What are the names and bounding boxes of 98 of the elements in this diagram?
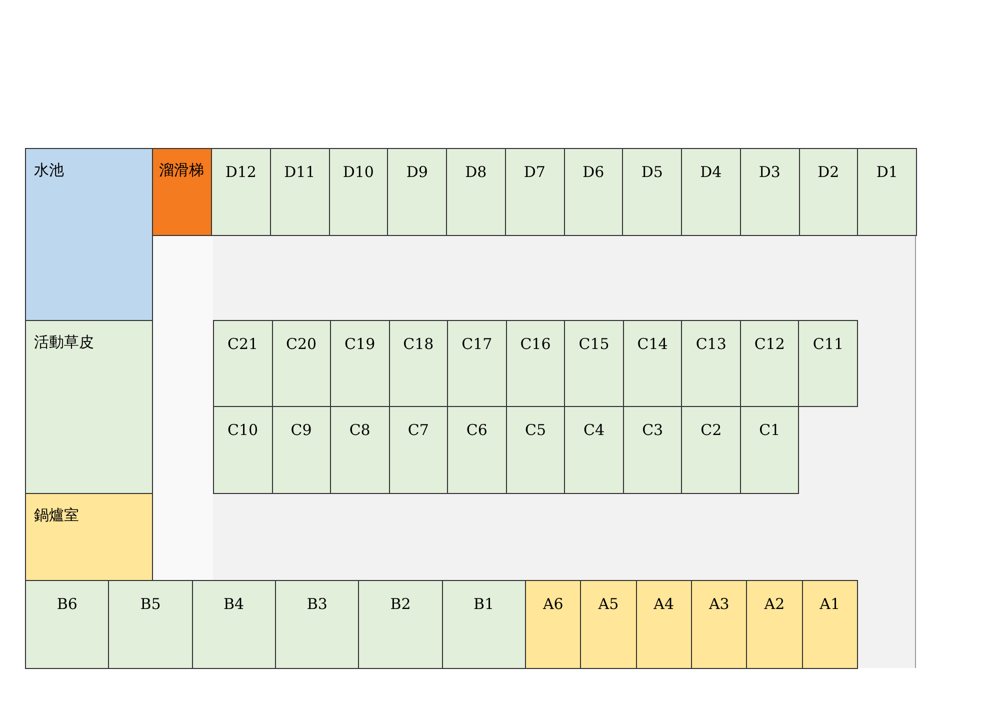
booth-label: C10: [226, 421, 260, 439]
zone-box: [25, 148, 153, 321]
booth-label: D6: [582, 163, 606, 181]
zone-box: [25, 320, 153, 494]
booth-label: C6: [465, 421, 488, 439]
booth-box: [213, 320, 273, 407]
booth-box: [681, 320, 741, 407]
booth-label: D7: [522, 163, 546, 181]
booth-box: [691, 580, 748, 669]
booth-label: C12: [753, 335, 786, 353]
booth-label: C2: [700, 421, 723, 439]
booth-box: [580, 580, 637, 669]
booth-box: [328, 148, 388, 236]
zone-box: [25, 493, 153, 581]
booth-box: [564, 406, 624, 494]
booth-label: C14: [636, 335, 669, 353]
zone-label: 水池: [34, 161, 64, 180]
booth-box: [387, 148, 447, 236]
booth-label: C5: [524, 421, 547, 439]
booth-label: A5: [597, 595, 620, 613]
zone-label: 溜滑梯: [159, 161, 204, 180]
booth-box: [802, 580, 858, 669]
booth-box: [506, 406, 566, 494]
booth-label: D1: [875, 163, 899, 181]
booth-label: A3: [708, 595, 730, 613]
booth-label: C4: [582, 421, 606, 439]
booth-label: B4: [222, 595, 246, 613]
booth-label: C1: [758, 421, 782, 439]
booth-box: [622, 320, 682, 407]
booth-box: [740, 148, 800, 236]
booth-box: [564, 148, 624, 236]
booth-label: C7: [406, 421, 430, 439]
booth-box: [442, 580, 526, 669]
booth-label: B6: [56, 595, 78, 613]
booth-box: [211, 148, 271, 236]
booth-label: D3: [758, 163, 782, 181]
booth-label: B3: [306, 595, 328, 613]
booth-box: [681, 406, 741, 494]
booth-label: C15: [578, 335, 610, 353]
booth-box: [388, 320, 448, 407]
booth-label: C3: [641, 421, 664, 439]
booth-box: [564, 320, 624, 407]
booth-box: [636, 580, 692, 669]
booth-label: C18: [402, 335, 435, 353]
booth-label: D9: [405, 163, 429, 181]
booth-box: [622, 406, 682, 494]
booth-box: [622, 148, 682, 236]
booth-box: [525, 580, 582, 669]
booth-label: C11: [812, 335, 844, 353]
booth-box: [275, 580, 360, 669]
booth-label: D4: [699, 163, 723, 181]
booth-box: [681, 148, 741, 236]
booth-label: C17: [460, 335, 494, 353]
booth-box: [506, 320, 566, 407]
booth-label: D5: [640, 163, 664, 181]
booth-box: [358, 580, 443, 669]
booth-box: [213, 406, 273, 494]
booth-box: [270, 148, 330, 236]
booth-box: [857, 148, 917, 236]
booth-box: [108, 580, 193, 669]
booth-box: [746, 580, 803, 669]
booth-box: [330, 320, 390, 407]
booth-label: A2: [763, 595, 786, 613]
booth-label: C9: [290, 421, 313, 439]
booth-box: [192, 580, 276, 669]
booth-label: D2: [816, 163, 840, 181]
booth-label: A6: [542, 595, 564, 613]
zone-label: 鍋爐室: [34, 506, 79, 525]
booth-box: [447, 406, 507, 494]
booth-box: [740, 320, 800, 407]
booth-box: [798, 320, 858, 407]
booth-label: D12: [224, 163, 258, 181]
booth-label: B2: [389, 595, 412, 613]
booth-label: D11: [283, 163, 316, 181]
booth-label: C20: [285, 335, 318, 353]
booth-label: B5: [139, 595, 162, 613]
booth-box: [447, 320, 507, 407]
booth-box: [25, 580, 110, 669]
booth-label: A1: [818, 595, 842, 613]
zone-box: [152, 148, 212, 236]
zone-label: 活動草皮: [34, 333, 94, 352]
booth-box: [504, 148, 564, 236]
booth-label: B1: [472, 595, 496, 613]
booth-box: [330, 406, 390, 494]
booth-label: D8: [464, 163, 488, 181]
booth-box: [446, 148, 506, 236]
booth-box: [798, 148, 858, 236]
booth-box: [388, 406, 448, 494]
booth-label: C16: [519, 335, 552, 353]
booth-box: [272, 406, 332, 494]
booth-label: C8: [348, 421, 372, 439]
booth-label: D10: [342, 163, 375, 181]
booth-label: C21: [226, 335, 260, 353]
booth-label: C13: [694, 335, 728, 353]
booth-label: C19: [344, 335, 376, 353]
booth-box: [272, 320, 332, 407]
booth-box: [740, 406, 800, 494]
booth-label: A4: [652, 595, 676, 613]
